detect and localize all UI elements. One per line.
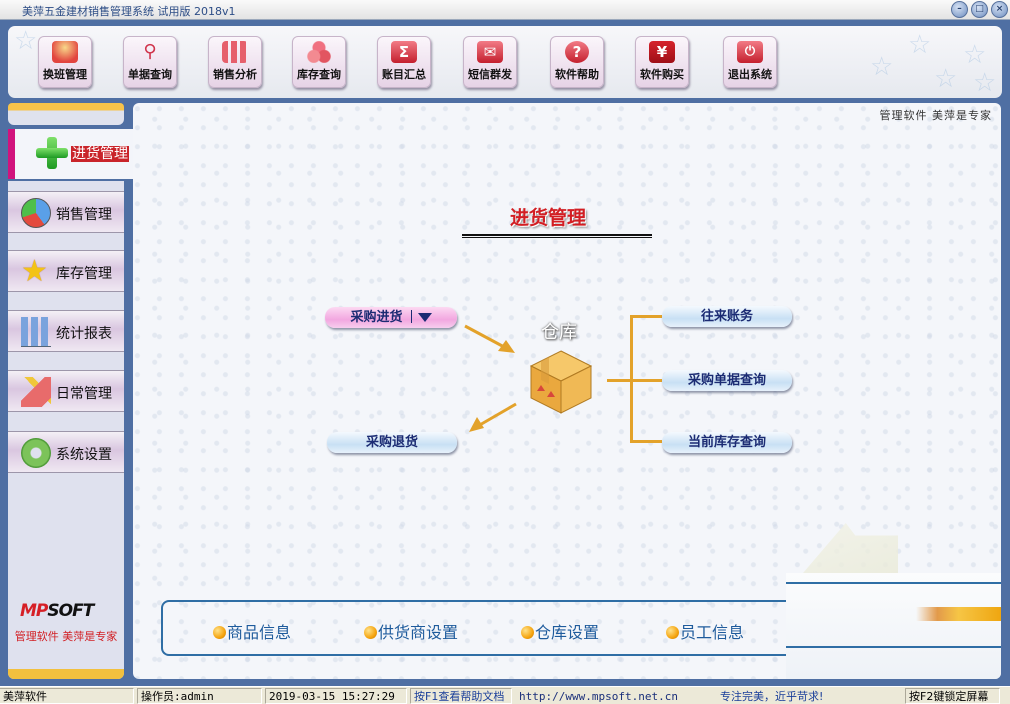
sidebar-top-cap xyxy=(8,103,124,125)
close-button[interactable]: × xyxy=(991,1,1008,18)
pie-chart-icon xyxy=(21,198,51,228)
status-datetime: 2019-03-15 15:27:29 xyxy=(265,688,407,704)
sidebar-item-inventory-management[interactable]: ★ 库存管理 xyxy=(8,250,124,292)
sales-analysis-button[interactable]: 销售分析 xyxy=(208,36,262,88)
software-help-button[interactable]: ? 软件帮助 xyxy=(550,36,604,88)
plus-icon xyxy=(36,137,68,169)
status-lock-hint: 按F2键锁定屏幕 xyxy=(905,688,1000,704)
mpsoft-logo: MPSOFT xyxy=(20,601,94,621)
title-bar: 美萍五金建材销售管理系统 试用版 2018v1 – □ × xyxy=(0,0,1010,20)
connector-line xyxy=(630,315,633,442)
minimize-button[interactable]: – xyxy=(951,1,968,18)
sidebar-item-sales-management[interactable]: 销售管理 xyxy=(8,191,124,233)
star-decoration-icon: ☆ xyxy=(14,26,38,56)
pencil-icon xyxy=(916,607,1001,621)
star-decoration-icon: ☆ xyxy=(973,68,997,98)
main-panel: 管理软件 美萍是专家 进货管理 采购进货 采购退货 仓库 往来账务 采购单据查询… xyxy=(133,103,1001,679)
star-decoration-icon: ☆ xyxy=(870,52,894,82)
account-summary-button[interactable]: Σ 账目汇总 xyxy=(377,36,431,88)
brush-icon xyxy=(21,377,51,407)
sidebar-bottom-cap xyxy=(8,669,124,679)
sidebar-item-purchase-management[interactable]: 进货管理 xyxy=(8,129,134,179)
exit-system-button[interactable]: ⏻ 退出系统 xyxy=(723,36,777,88)
users-icon xyxy=(52,41,78,63)
software-purchase-button[interactable]: ¥ 软件购买 xyxy=(635,36,689,88)
sidebar-item-system-settings[interactable]: 系统设置 xyxy=(8,431,124,473)
star-decoration-icon: ☆ xyxy=(963,40,987,70)
cubes-icon xyxy=(306,41,332,63)
stock-query-button[interactable]: 库存查询 xyxy=(292,36,346,88)
purchase-query-button[interactable]: 采购单据查询 xyxy=(662,370,792,391)
help-icon: ? xyxy=(565,41,589,63)
stock-query-button[interactable]: 当前库存查询 xyxy=(662,432,792,453)
quick-link-product-info[interactable]: 商品信息 xyxy=(213,619,291,643)
envelope-icon: ✉ xyxy=(477,41,503,63)
bar-chart-icon xyxy=(222,41,248,63)
window-title: 美萍五金建材销售管理系统 试用版 2018v1 xyxy=(22,5,236,18)
connector-line xyxy=(607,379,641,382)
gear-icon xyxy=(21,438,51,468)
page-title: 进货管理 xyxy=(510,207,587,229)
brand-slogan: 管理软件 美萍是专家 xyxy=(14,630,118,643)
notepad-decoration xyxy=(803,523,898,573)
purchase-in-button[interactable]: 采购进货 xyxy=(325,307,457,328)
sidebar-item-daily-management[interactable]: 日常管理 xyxy=(8,370,124,412)
document-query-button[interactable]: ⚲ 单据查询 xyxy=(123,36,177,88)
bar-chart-icon xyxy=(21,317,51,347)
window-controls: – □ × xyxy=(951,1,1008,18)
header-slogan: 管理软件 美萍是专家 xyxy=(879,109,992,122)
quick-link-employee-info[interactable]: 员工信息 xyxy=(666,619,744,643)
maximize-button[interactable]: □ xyxy=(971,1,988,18)
magnifier-icon: ⚲ xyxy=(143,41,157,62)
shift-management-button[interactable]: 换班管理 xyxy=(38,36,92,88)
chevron-down-icon[interactable] xyxy=(417,313,432,322)
star-icon: ★ xyxy=(21,254,48,289)
connector-line xyxy=(630,440,662,443)
sidebar-item-statistics-reports[interactable]: 统计报表 xyxy=(8,310,124,352)
sigma-icon: Σ xyxy=(391,41,417,63)
quick-link-warehouse-settings[interactable]: 仓库设置 xyxy=(521,619,599,643)
quick-links-panel: 商品信息 供货商设置 仓库设置 员工信息 xyxy=(161,600,841,656)
warehouse-box-icon xyxy=(529,350,593,414)
connector-line xyxy=(630,315,662,318)
title-underline xyxy=(462,234,652,238)
power-icon: ⏻ xyxy=(737,41,763,63)
status-help-hint[interactable]: 按F1查看帮助文档 xyxy=(410,688,512,704)
status-website-link[interactable]: http://www.mpsoft.net.cn xyxy=(519,690,678,703)
status-operator: 操作员:admin xyxy=(137,688,262,704)
accounts-button[interactable]: 往来账务 xyxy=(662,306,792,327)
sidebar: 进货管理 销售管理 ★ 库存管理 统计报表 日常管理 系统设置 MPSOFT 管… xyxy=(8,103,134,679)
star-decoration-icon: ☆ xyxy=(934,64,958,94)
quick-link-supplier-settings[interactable]: 供货商设置 xyxy=(364,619,458,643)
bullet-icon xyxy=(213,626,226,639)
notepad-pencil-decoration xyxy=(786,573,1001,679)
flow-arrows-icon xyxy=(464,324,517,432)
main-toolbar: ☆ ☆ ☆ ☆ ☆ ☆ 换班管理 ⚲ 单据查询 销售分析 库存查询 Σ 账目汇总… xyxy=(8,26,1002,98)
yen-icon: ¥ xyxy=(649,41,675,63)
status-app-name: 美萍软件 xyxy=(0,688,134,704)
connector-line xyxy=(630,379,662,382)
bullet-icon xyxy=(521,626,534,639)
star-decoration-icon: ☆ xyxy=(908,30,932,60)
status-bar: 美萍软件 操作员:admin 2019-03-15 15:27:29 按F1查看… xyxy=(0,686,1010,704)
purchase-return-button[interactable]: 采购退货 xyxy=(327,432,457,453)
warehouse-label: 仓库 xyxy=(541,322,577,343)
bullet-icon xyxy=(364,626,377,639)
sms-broadcast-button[interactable]: ✉ 短信群发 xyxy=(463,36,517,88)
bullet-icon xyxy=(666,626,679,639)
status-motto: 专注完美，近乎苛求! xyxy=(720,690,824,703)
